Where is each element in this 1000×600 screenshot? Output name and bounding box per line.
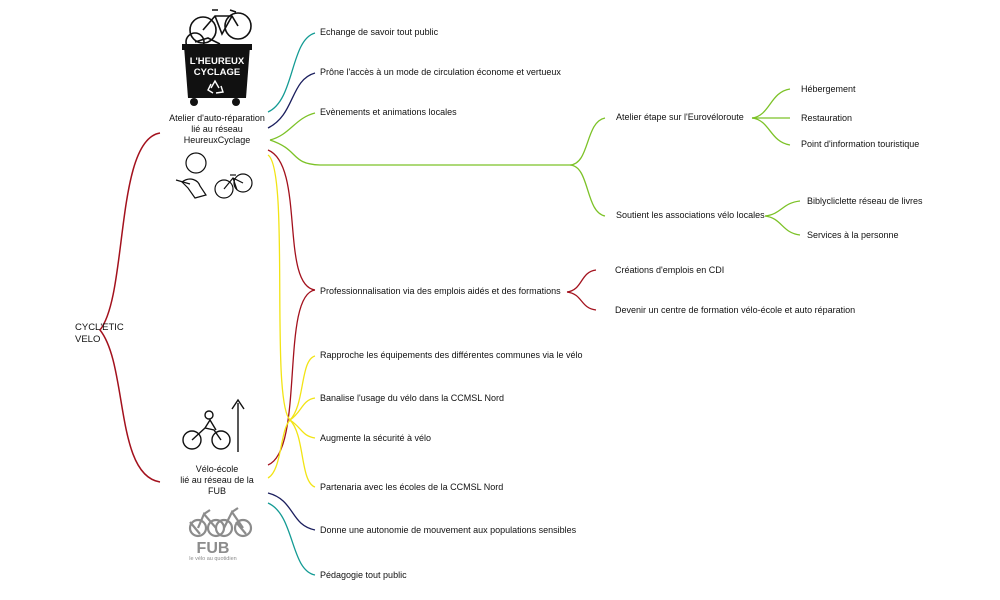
heureux-logo-line1: L'HEUREUX: [190, 56, 245, 67]
atelier-line1: Atelier d'auto-réparation: [169, 113, 265, 123]
branch-line-atelier-etape: [569, 117, 606, 166]
branch-line-devenir: [566, 291, 597, 311]
bike-repair-stand-icon: [175, 152, 253, 199]
branch-line-biblycliclette: [764, 200, 801, 217]
atelier-node: Atelier d'auto-réparation lié au réseau …: [158, 113, 276, 146]
fub-logo-subtitle: le vélo au quotidien: [189, 556, 236, 562]
branch-soutient: Soutient les associations vélo locales: [616, 210, 765, 220]
branch-line-yellow-bottom: [267, 419, 291, 479]
branch-line-point-info: [751, 117, 791, 146]
branch-creations: Créations d'emplois en CDI: [615, 265, 725, 275]
atelier-line3: HeureuxCyclage: [183, 135, 251, 145]
branch-line-yellow-vertical: [267, 154, 291, 421]
branch-services: Services à la personne: [807, 230, 899, 240]
branch-evenements: Evènements et animations locales: [320, 107, 457, 117]
velo-ecole-node: Vélo-école lié au réseau de la FUB: [158, 464, 276, 497]
branch-line-evenements: [269, 112, 316, 141]
branch-echange: Echange de savoir tout public: [320, 27, 439, 37]
root-brace: [99, 132, 161, 483]
branch-partenaria: Partenaria avec les écoles de la CCMSL N…: [320, 482, 504, 492]
fub-logo: FUB le vélo au quotidien: [188, 507, 253, 562]
velo-ecole-line1: Vélo-école: [195, 464, 239, 474]
branch-line-services: [764, 215, 801, 236]
branch-line-green-main: [269, 139, 570, 166]
branch-augmente: Augmente la sécurité à vélo: [320, 433, 432, 443]
branch-banalise: Banalise l'usage du vélo dans la CCMSL N…: [320, 393, 504, 403]
branch-restauration: Restauration: [801, 113, 853, 123]
branch-devenir: Devenir un centre de formation vélo-écol…: [615, 305, 856, 315]
branch-donne: Donne une autonomie de mouvement aux pop…: [320, 525, 577, 535]
heureux-logo-line2: CYCLAGE: [194, 67, 240, 78]
branch-rapproche: Rapproche les équipements des différente…: [320, 350, 583, 360]
branch-pedagogie: Pédagogie tout public: [320, 570, 407, 580]
velo-ecole-line2: lié au réseau de la: [180, 475, 254, 485]
branch-prone: Prône l'accès à un mode de circulation é…: [320, 67, 561, 77]
fub-logo-title: FUB: [197, 540, 230, 557]
recycle-icon: [207, 79, 224, 94]
branch-line-creations: [566, 269, 597, 293]
velo-ecole-line3: FUB: [208, 486, 226, 496]
branch-line-soutient: [569, 164, 606, 217]
branch-professionnalisation: Professionnalisation via des emplois aid…: [320, 286, 561, 296]
branch-line-professionnalisation-top: [267, 149, 316, 291]
branch-line-banalise: [289, 397, 316, 421]
branch-line-donne: [267, 492, 316, 531]
root-line2: VELO: [75, 334, 101, 345]
branch-point-info: Point d'information touristique: [801, 139, 920, 149]
branch-atelier-etape: Atelier étape sur l'Eurovéloroute: [616, 112, 744, 122]
branch-line-partenaria: [289, 419, 316, 488]
cyclist-arrow-icon: [182, 398, 245, 452]
branch-biblycliclette: Biblycliclette réseau de livres: [807, 196, 923, 206]
branch-hebergement: Hébergement: [801, 84, 856, 94]
branch-line-professionnalisation-bottom: [267, 289, 316, 466]
branch-line-rapproche: [289, 355, 316, 421]
branch-line-echange: [267, 32, 316, 113]
root-line1: CYCL'ETIC: [75, 322, 124, 333]
atelier-line2: lié au réseau: [191, 124, 243, 134]
branch-line-hebergement: [751, 88, 791, 119]
branch-line-pedagogie: [267, 502, 316, 576]
heureux-cyclage-logo: L'HEUREUX CYCLAGE: [182, 9, 252, 106]
branch-line-augmente: [289, 419, 316, 439]
branch-line-prone: [267, 72, 316, 129]
root-node: CYCL'ETIC VELO: [75, 322, 124, 346]
